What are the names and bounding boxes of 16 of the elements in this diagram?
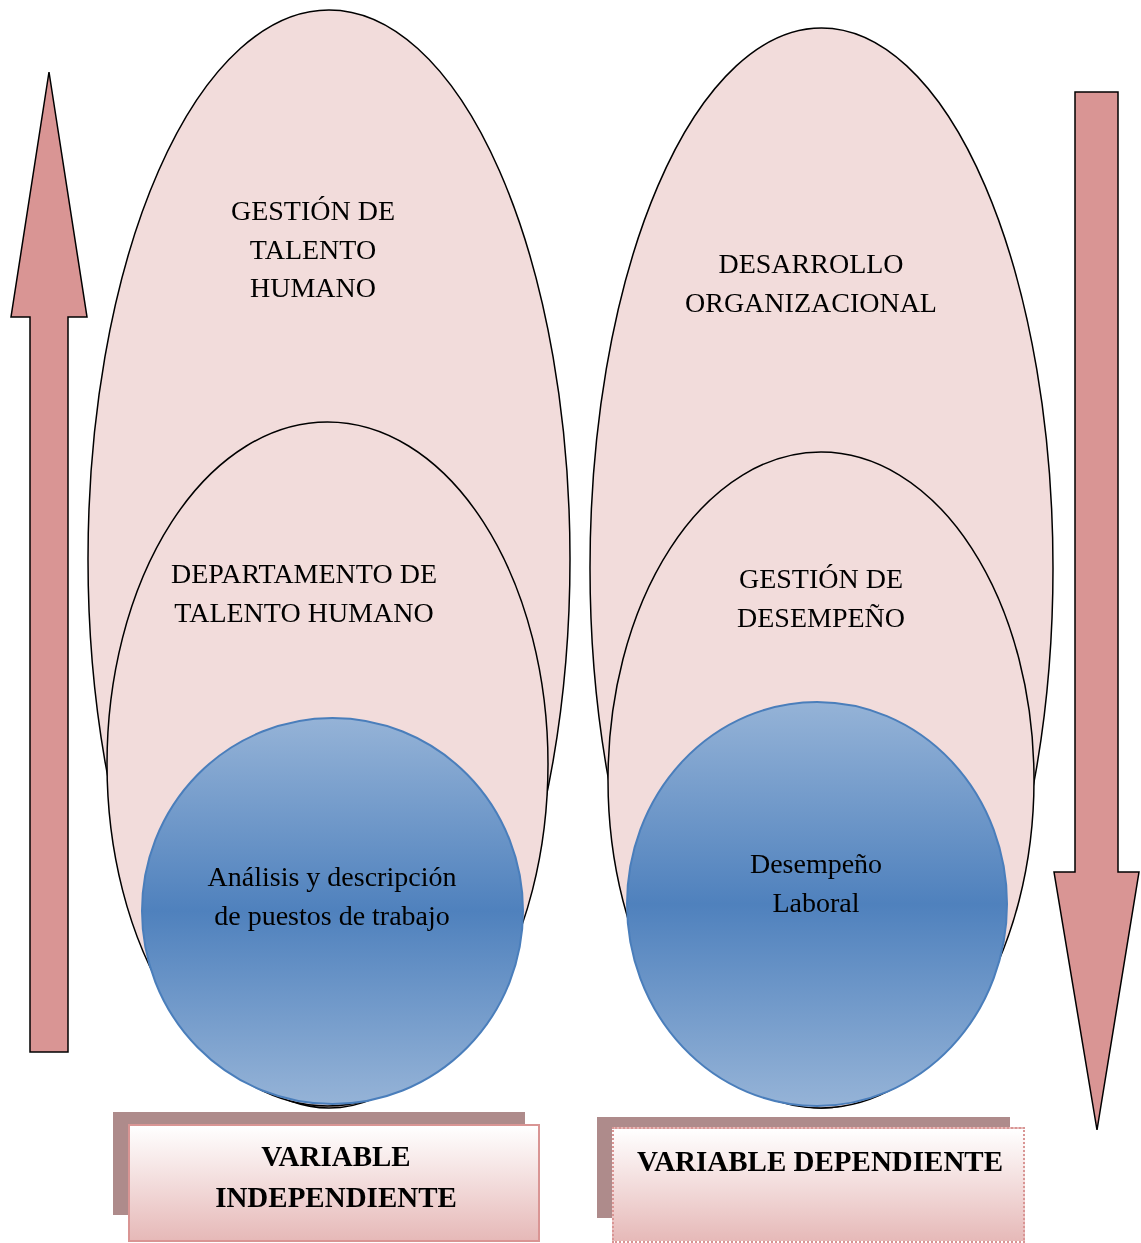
label-box — [128, 1124, 540, 1242]
oval-shape — [142, 718, 523, 1104]
label-box — [612, 1127, 1025, 1243]
oval-label: Análisis y descripción de puestos de trabajo — [207, 860, 457, 933]
oval-label: GESTIÓN DE DESEMPEÑO — [736, 562, 906, 635]
oval-label: DEPARTAMENTO DE TALENTO HUMANO — [170, 557, 438, 630]
oval-label: DESARROLLO ORGANIZACIONAL — [684, 247, 938, 320]
variable-label: VARIABLE INDEPENDIENTE — [214, 1139, 458, 1215]
oval-shape — [88, 10, 570, 1108]
variable-label: VARIABLE DEPENDIENTE — [635, 1144, 1005, 1179]
oval-label: Desempeño Laboral — [748, 847, 884, 920]
oval-shape — [590, 28, 1053, 1108]
oval-shape — [107, 422, 548, 1106]
oval-shape — [608, 452, 1034, 1108]
oval-label: GESTIÓN DE TALENTO HUMANO — [229, 194, 397, 306]
oval-shape — [627, 702, 1007, 1106]
